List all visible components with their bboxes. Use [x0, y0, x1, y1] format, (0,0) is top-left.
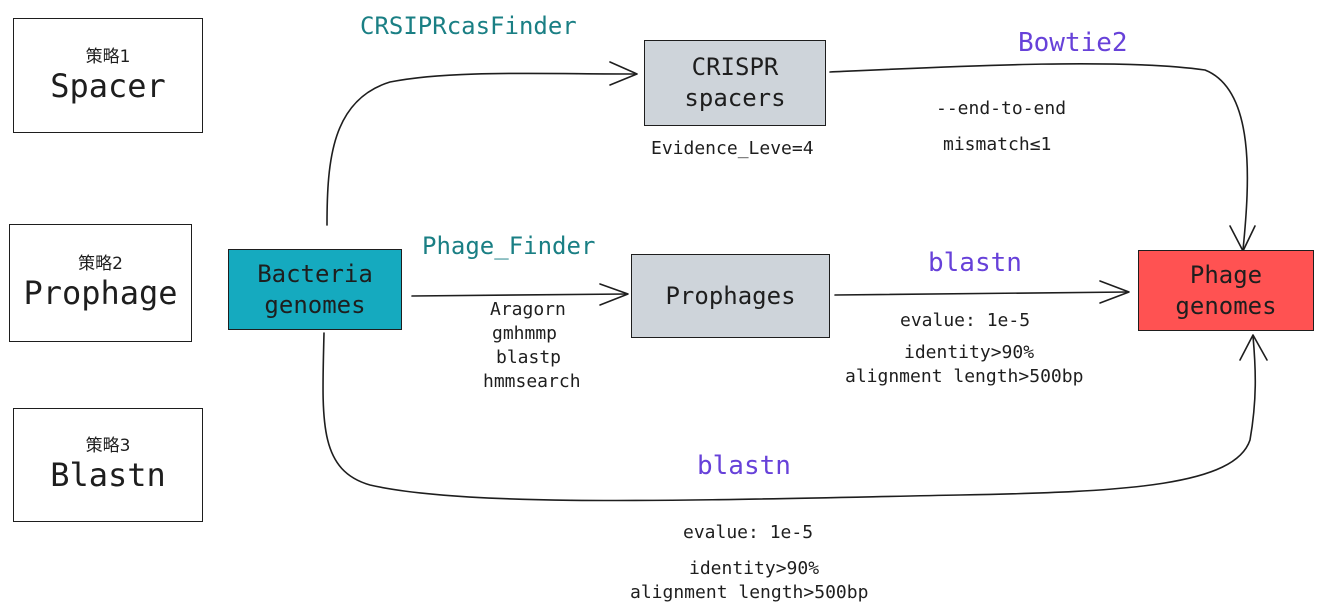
- strategy-blastn-title: 策略3: [85, 436, 131, 456]
- arrowhead-phage-bottom: [1239, 334, 1268, 361]
- label-blastn-bottom: blastn: [697, 451, 791, 481]
- label-blastn-bottom-length: alignment length>500bp: [630, 582, 869, 603]
- node-phage-genomes: Phage genomes: [1138, 250, 1314, 331]
- edge-bacteria-to-crispr: [326, 72, 637, 226]
- label-blastn-bottom-evalue: evalue: 1e-5: [683, 522, 814, 543]
- strategy-prophage-box: 策略2 Prophage: [9, 224, 192, 342]
- label-crspr-casfinder: CRSIPRcasFinder: [360, 12, 577, 40]
- label-pf-aragorn: Aragorn: [490, 299, 566, 320]
- arrowhead-crispr: [609, 61, 638, 86]
- strategy-spacer-title: 策略1: [85, 46, 131, 67]
- strategy-prophage-name: Prophage: [23, 274, 178, 312]
- label-end-to-end: --end-to-end: [936, 98, 1067, 119]
- node-crispr-spacers: CRISPR spacers: [644, 40, 826, 126]
- label-pf-hmmsearch: hmmsearch: [483, 371, 581, 392]
- edge-bacteria-to-phage-bottom: [322, 332, 1257, 502]
- strategy-blastn-box: 策略3 Blastn: [13, 408, 203, 522]
- strategy-spacer-box: 策略1 Spacer: [13, 18, 203, 133]
- label-blastn-mid-identity: identity>90%: [904, 342, 1035, 363]
- strategy-spacer-name: Spacer: [50, 66, 166, 105]
- arrowhead-phage-mid: [1099, 280, 1130, 304]
- node-prophages: Prophages: [631, 254, 830, 338]
- label-pf-gmhmmp: gmhmmp: [492, 323, 558, 344]
- strategy-prophage-title: 策略2: [78, 254, 123, 274]
- node-bacteria-genomes: Bacteria genomes: [228, 249, 402, 330]
- label-bowtie2: Bowtie2: [1018, 28, 1128, 58]
- label-mismatch: mismatch≤1: [943, 134, 1052, 155]
- strategy-blastn-name: Blastn: [50, 456, 166, 494]
- label-evidence-level: Evidence_Leve=4: [651, 138, 814, 159]
- edge-bacteria-to-prophages: [411, 293, 628, 297]
- label-blastn-bottom-identity: identity>90%: [689, 558, 820, 579]
- label-blastn-mid-evalue: evalue: 1e-5: [900, 310, 1031, 331]
- label-phage-finder: Phage_Finder: [422, 232, 596, 260]
- label-blastn-mid: blastn: [928, 248, 1022, 278]
- edge-prophages-to-phage: [834, 291, 1129, 296]
- arrowhead-prophages: [599, 283, 629, 306]
- label-pf-blastp: blastp: [496, 347, 562, 368]
- label-blastn-mid-length: alignment length>500bp: [845, 366, 1084, 387]
- edge-crispr-to-phage: [829, 62, 1249, 251]
